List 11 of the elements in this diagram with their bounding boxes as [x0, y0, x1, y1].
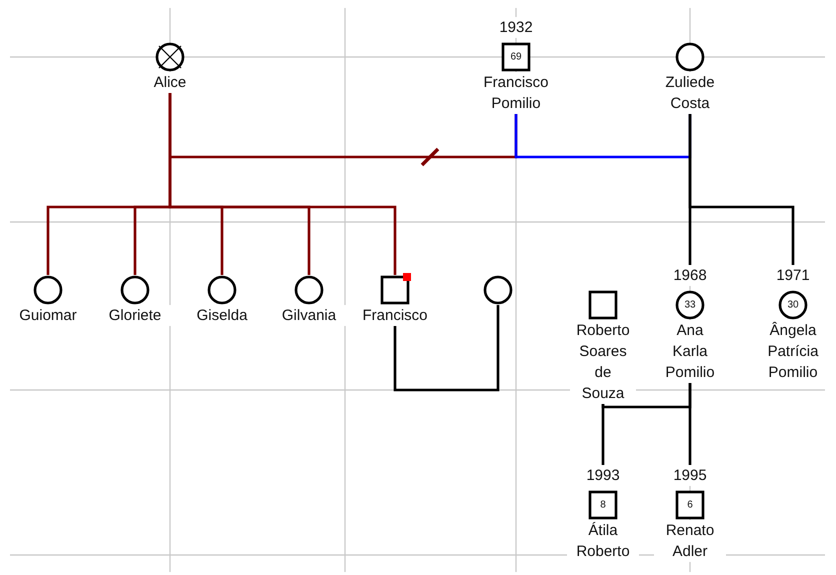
age-label: 8: [600, 500, 606, 510]
age-label: 6: [687, 500, 693, 510]
age-label: 30: [787, 300, 799, 310]
age-label: 33: [684, 300, 696, 310]
descent-line: [688, 114, 794, 265]
descent-line: [688, 383, 692, 465]
person-name: Renato Adler: [654, 520, 726, 562]
relationship-line: [394, 305, 500, 392]
age-label: 69: [510, 52, 522, 62]
descent-line: [602, 404, 604, 465]
descent-line: [168, 93, 396, 275]
